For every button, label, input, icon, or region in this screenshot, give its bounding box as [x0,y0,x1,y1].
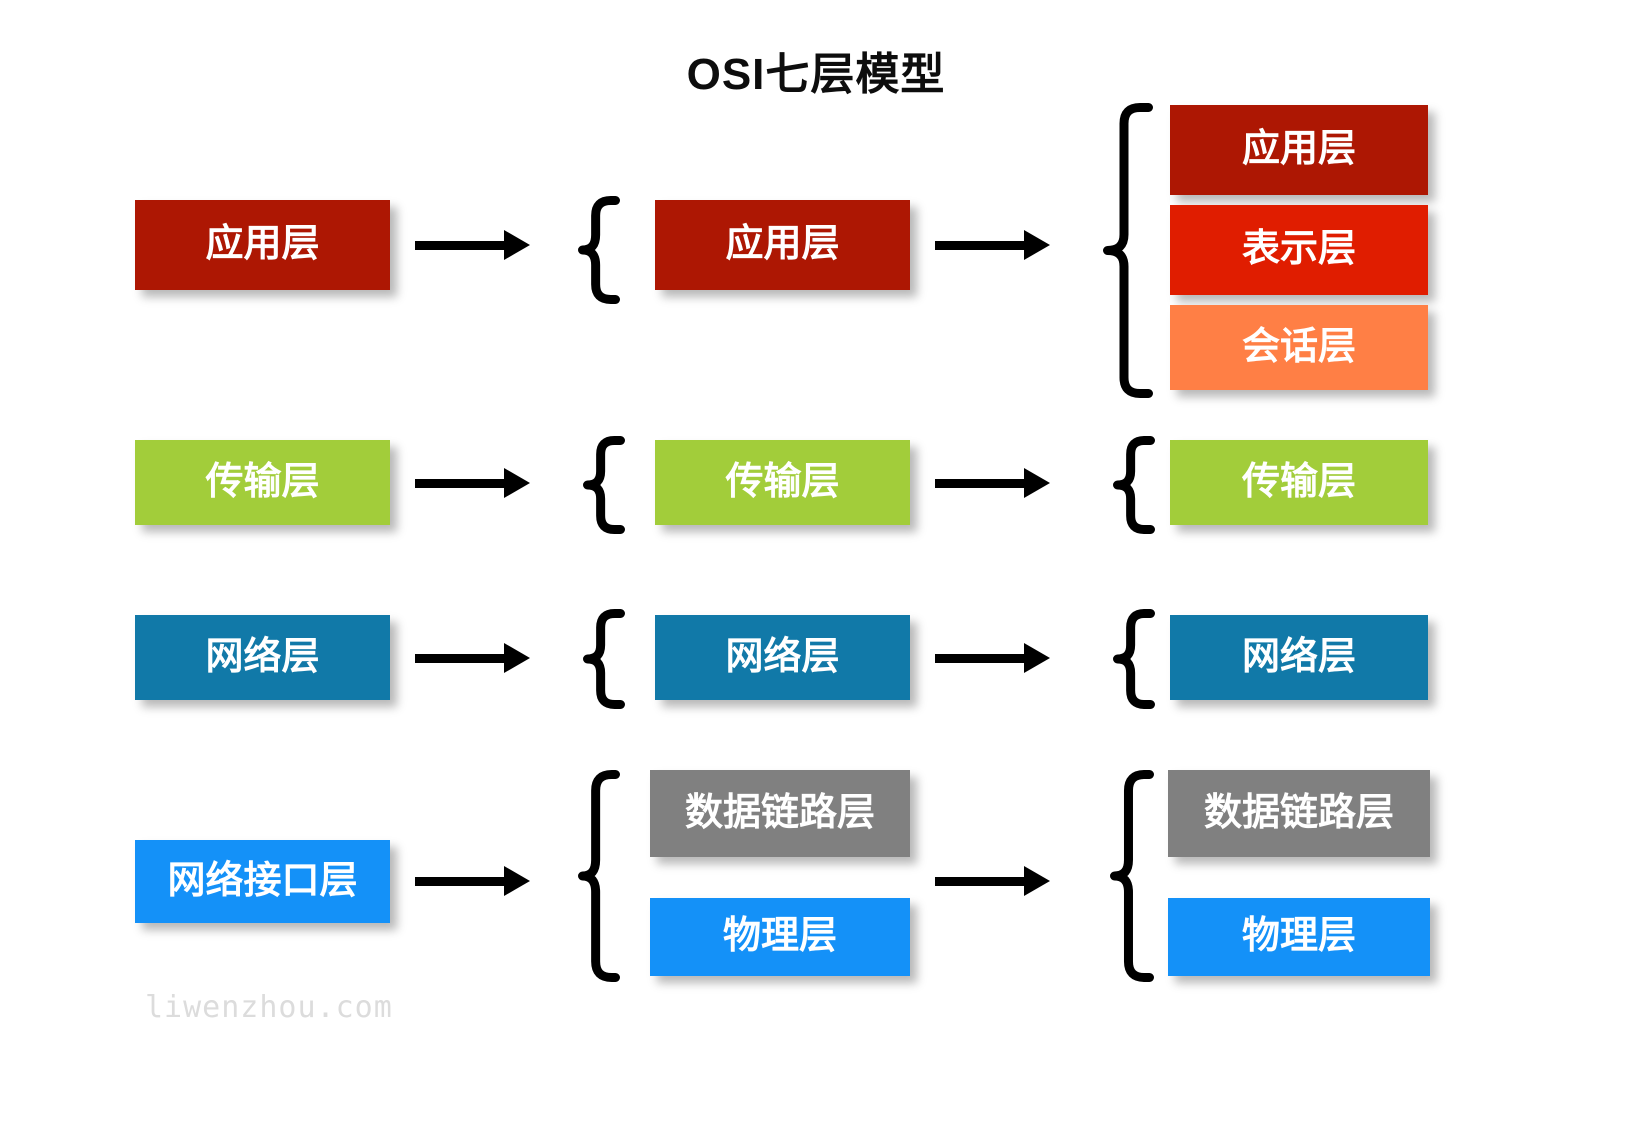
arrow-iface-1to2 [415,866,530,896]
layer-box-tcpip-five-layer-3: 网络层 [655,615,910,700]
layer-box-label: 传输层 [725,460,840,503]
page-title: OSI七层模型 [686,50,946,99]
layer-box-osi-seven-layer-3: 会话层 [1170,305,1428,390]
arrow-iface-2to3 [935,866,1050,896]
arrow-head-icon [504,230,530,260]
layer-box-tcpip-five-layer-1: 应用层 [655,200,910,290]
brace-right-transport [1113,436,1155,534]
layer-box-label: 数据链路层 [1203,791,1394,834]
arrow-head-icon [504,643,530,673]
layer-box-osi-seven-layer-6: 数据链路层 [1168,770,1430,857]
layer-box-tcpip-four-layer-2: 传输层 [135,440,390,525]
layer-box-tcpip-four-layer-1: 应用层 [135,200,390,290]
layer-box-label: 传输层 [1241,460,1356,503]
arrow-trans-1to2 [415,468,530,498]
brace-right-appgroup [1103,103,1153,398]
arrow-trans-2to3 [935,468,1050,498]
arrow-net-1to2 [415,643,530,673]
layer-box-label: 网络层 [205,635,320,678]
arrow-shaft [935,241,1026,250]
arrow-shaft [415,654,506,663]
arrow-head-icon [1024,468,1050,498]
arrow-head-icon [504,468,530,498]
layer-box-osi-seven-layer-4: 传输层 [1170,440,1428,525]
layer-box-osi-seven-layer-5: 网络层 [1170,615,1428,700]
brace-mid-linkphys [578,770,620,982]
arrow-net-2to3 [935,643,1050,673]
arrow-head-icon [504,866,530,896]
watermark: liwenzhou.com [145,990,393,1025]
arrow-shaft [415,877,506,886]
brace-right-network [1113,609,1155,709]
arrow-app-1to2 [415,230,530,260]
layer-box-osi-seven-layer-1: 应用层 [1170,105,1428,195]
arrow-head-icon [1024,643,1050,673]
layer-box-label: 应用层 [205,223,320,265]
layer-box-osi-seven-layer-7: 物理层 [1168,898,1430,976]
layer-box-label: 传输层 [205,460,320,503]
brace-mid-transport [583,436,625,534]
layer-box-label: 数据链路层 [684,791,875,834]
arrow-shaft [415,241,506,250]
layer-box-label: 网络接口层 [167,859,358,902]
arrow-shaft [935,654,1026,663]
arrow-head-icon [1024,866,1050,896]
layer-box-tcpip-five-layer-4: 数据链路层 [650,770,910,857]
layer-box-label: 会话层 [1241,325,1356,368]
layer-box-label: 物理层 [722,915,837,957]
layer-box-tcpip-five-layer-2: 传输层 [655,440,910,525]
layer-box-label: 应用层 [725,223,840,265]
layer-box-label: 表示层 [1241,228,1356,270]
brace-right-linkphys [1110,770,1154,982]
arrow-head-icon [1024,230,1050,260]
arrow-shaft [415,479,506,488]
layer-box-label: 网络层 [725,635,840,678]
layer-box-label: 物理层 [1241,915,1356,957]
arrow-shaft [935,479,1026,488]
layer-box-label: 应用层 [1241,128,1356,170]
brace-mid-application [578,196,620,304]
layer-box-tcpip-four-layer-4: 网络接口层 [135,840,390,923]
layer-box-osi-seven-layer-2: 表示层 [1170,205,1428,295]
brace-mid-network [583,609,625,709]
layer-box-tcpip-five-layer-5: 物理层 [650,898,910,976]
arrow-app-2to3 [935,230,1050,260]
layer-box-label: 网络层 [1241,635,1356,678]
layer-box-tcpip-four-layer-3: 网络层 [135,615,390,700]
arrow-shaft [935,877,1026,886]
